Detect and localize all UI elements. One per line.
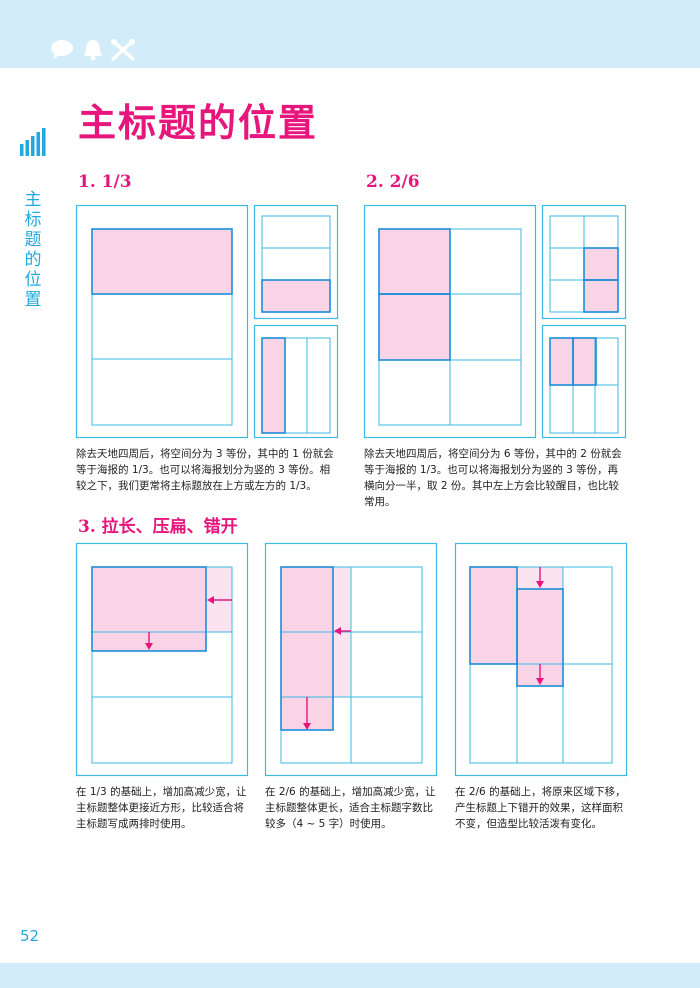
diagram-2-6-small-right	[541, 204, 627, 320]
section-3-heading: 3. 拉长、压扁、错开	[78, 517, 238, 537]
bell-icon	[84, 40, 102, 61]
section-1-heading: 1. 1/3	[78, 172, 132, 192]
diagram-1-3-small-horizontal	[253, 204, 339, 320]
speech-bubble-icon	[51, 40, 73, 59]
diagram-stretch-tall	[264, 542, 438, 777]
signal-bars-icon	[20, 128, 46, 156]
diagram-1-3-small-vertical	[253, 324, 339, 439]
section-3-caption-1: 在 1/3 的基础上，增加高减少宽，让主标题整体更接近方形，比较适合将主标题写成…	[76, 786, 247, 830]
section-2-caption: 除去天地四周后，将空间分为 6 等份，其中的 2 份就会等于海报的 1/3。也可…	[364, 448, 622, 508]
diagram-1-3-horizontal	[75, 204, 249, 439]
header-band	[0, 0, 700, 68]
section-3-caption-2: 在 2/6 的基础上，增加高减少宽，让主标题整体更长，适合主标题字数比较多（4 …	[265, 786, 436, 830]
diagram-2-6-main	[363, 204, 537, 439]
crossed-tools-icon	[111, 39, 135, 61]
footer-band	[0, 963, 700, 988]
side-title: 主标题的位置	[24, 190, 42, 310]
diagram-staggered	[454, 542, 628, 777]
page-title: 主标题的位置	[78, 101, 319, 145]
diagram-2-6-small-vertical	[541, 324, 627, 439]
section-3-caption-3: 在 2/6 的基础上，将原来区域下移，产生标题上下错开的效果，这样面积不变，但造…	[455, 786, 626, 830]
section-2-heading: 2. 2/6	[366, 172, 420, 192]
page-number: 52	[20, 927, 40, 945]
section-1-caption: 除去天地四周后，将空间分为 3 等份，其中的 1 份就会等于海报的 1/3。也可…	[76, 448, 334, 492]
diagram-stretch-square	[75, 542, 249, 777]
